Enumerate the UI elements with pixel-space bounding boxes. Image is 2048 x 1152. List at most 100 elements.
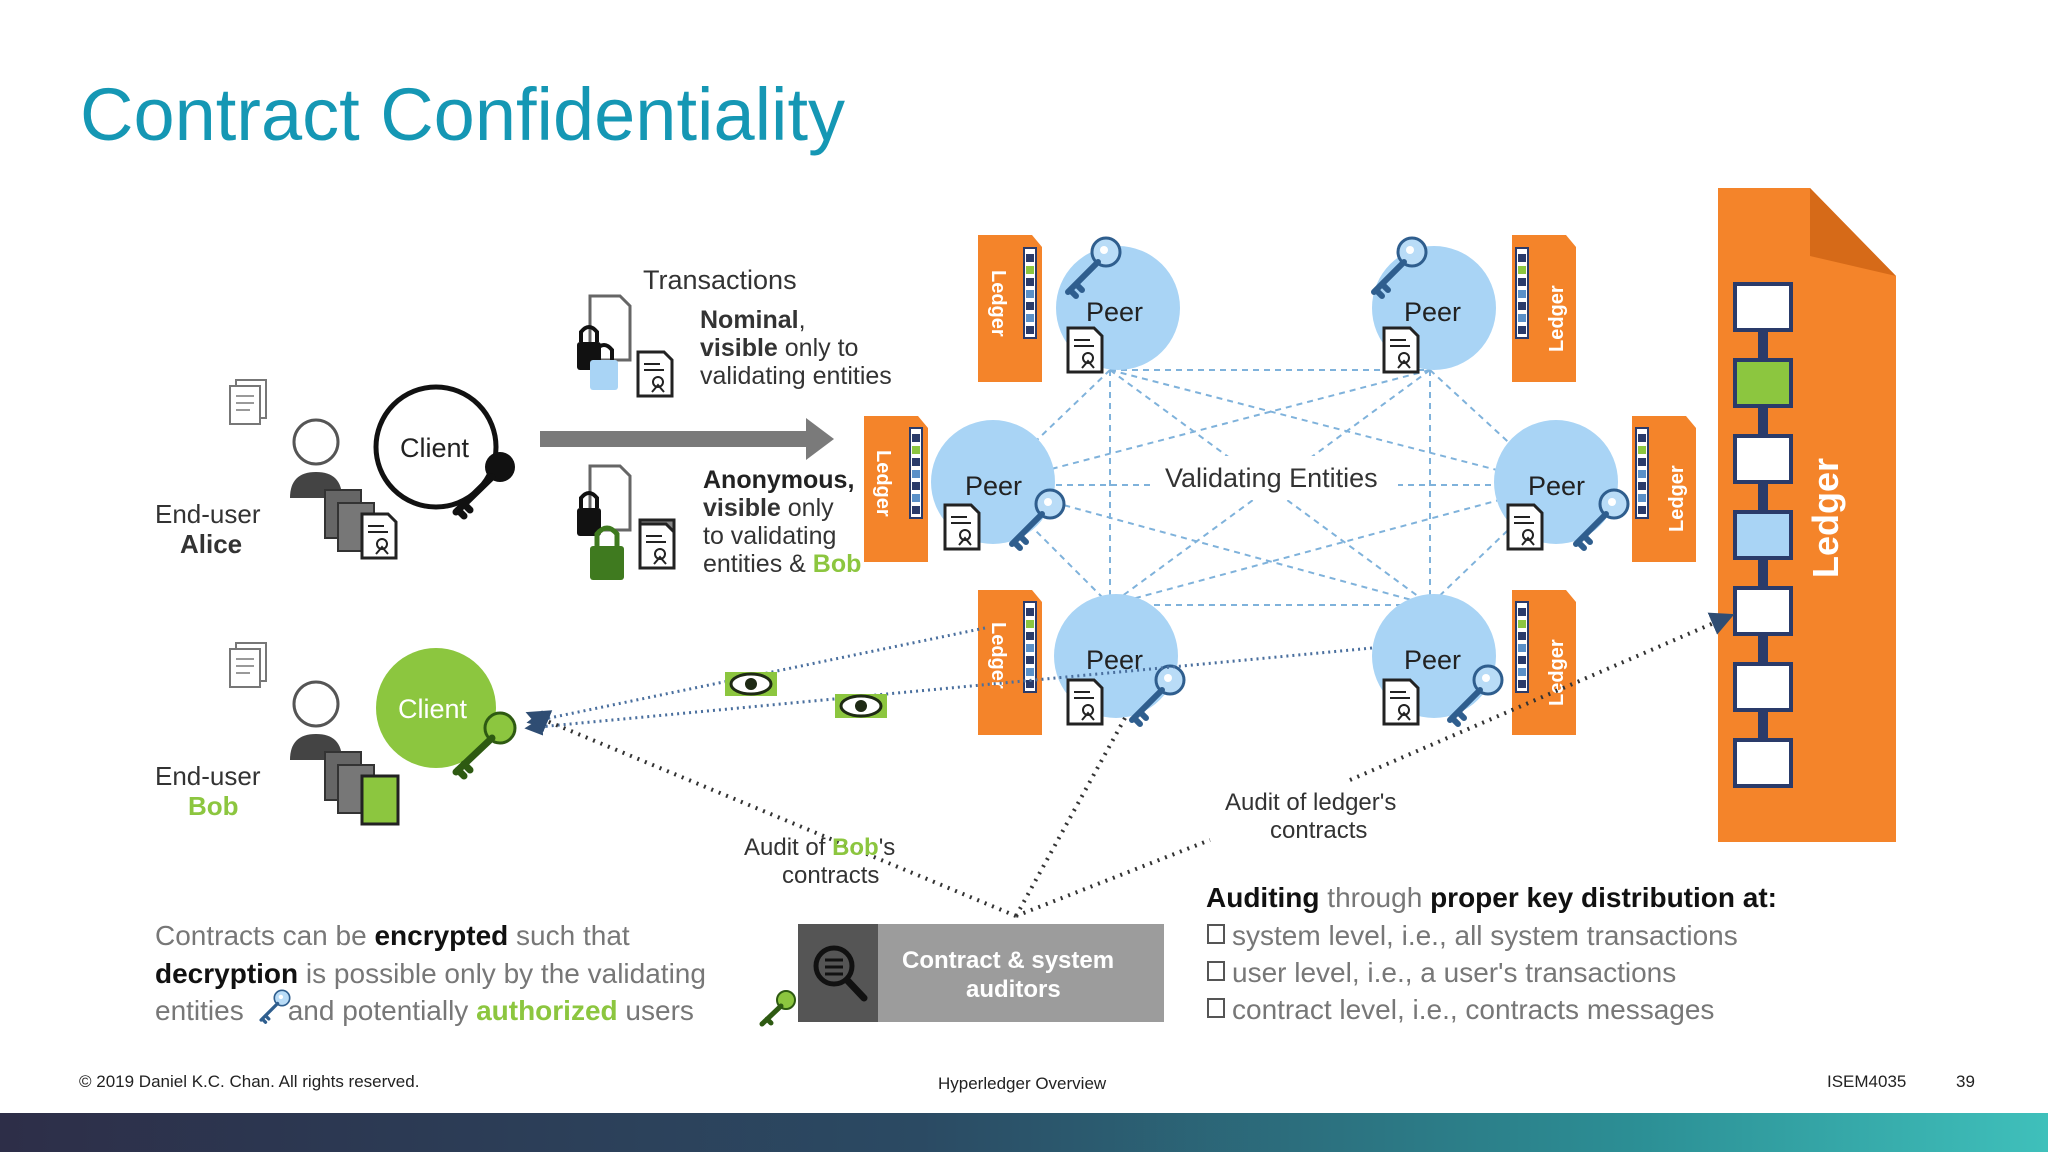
- footer-page-number: 39: [1956, 1072, 1975, 1091]
- ledger-top-left: Ledger: [978, 235, 1042, 382]
- audit-bob-pre: Audit of: [744, 834, 832, 861]
- transaction-arrow: [540, 418, 834, 460]
- nominal-bold: Nominal: [700, 306, 799, 334]
- auditors-line2: auditors: [966, 976, 1061, 1003]
- nominal-line2: visible only to: [700, 334, 858, 362]
- encryption-note: Contracts can be encrypted such that dec…: [155, 920, 796, 1027]
- bottom-gradient-bar: [0, 1113, 2048, 1152]
- encrypt-l3-c: authorized: [476, 995, 618, 1026]
- auditing-heading: Auditing through proper key distribution…: [1206, 882, 1777, 913]
- auditing-b: through: [1320, 882, 1431, 913]
- footer-course: ISEM4035: [1827, 1072, 1907, 1091]
- nominal-rest: ,: [799, 306, 806, 334]
- anon-bob: Bob: [813, 550, 862, 578]
- ledger-top-right: Ledger: [1512, 235, 1576, 382]
- audit-bob-line1: Audit of Bob's: [744, 834, 895, 861]
- peer-label: Peer: [1404, 645, 1461, 675]
- blue-key-icon: [259, 988, 292, 1024]
- auditing-item: system level, i.e., all system transacti…: [1232, 920, 1738, 951]
- ledger-label: Ledger: [1666, 465, 1688, 532]
- encrypt-line2: decryption is possible only by the valid…: [155, 958, 706, 989]
- anon-visible-bold: visible: [703, 494, 781, 522]
- auditing-list: Auditing through proper key distribution…: [1206, 882, 1777, 1025]
- encrypt-l2-b: is possible only by the validating: [298, 958, 706, 989]
- alice-label-line2: Alice: [180, 529, 242, 559]
- auditors-box: Contract & system auditors: [798, 924, 1164, 1022]
- auditing-item: contract level, i.e., contracts messages: [1232, 994, 1714, 1025]
- nominal-line1: Nominal,: [700, 306, 806, 334]
- peer-nodes: Peer Peer Peer Peer Peer: [931, 238, 1628, 724]
- ledger-label: Ledger: [1546, 285, 1568, 352]
- peer-top-right: Peer: [1372, 238, 1496, 374]
- encrypt-l1-b: encrypted: [374, 920, 508, 951]
- ledger-label: Ledger: [872, 450, 894, 517]
- bob-key-icon: [452, 711, 517, 780]
- bob-client-label: Client: [398, 694, 468, 724]
- encrypt-l3-a: entities: [155, 995, 244, 1026]
- bob-label-line2: Bob: [188, 791, 239, 821]
- auditors-line1: Contract & system: [902, 947, 1114, 974]
- transactions-panel: Transactions Nominal, visible only to va…: [540, 265, 892, 580]
- anon-line4: entities & Bob: [703, 550, 861, 578]
- ledger-middle-right: Ledger: [1632, 416, 1696, 562]
- alice-key-icon: [452, 452, 515, 520]
- slide-title: Contract Confidentiality: [80, 73, 846, 156]
- anon-entities: entities &: [703, 550, 813, 578]
- encrypt-l1-c: such that: [508, 920, 630, 951]
- encrypt-l3-b: and potentially: [288, 995, 476, 1026]
- ledger-label: Ledger: [1546, 639, 1568, 706]
- encrypt-line1: Contracts can be encrypted such that: [155, 920, 630, 951]
- anonymous-transaction-icon: [577, 464, 676, 580]
- encrypt-line3: entities and potentially authorized users: [155, 995, 694, 1026]
- encrypt-l2-a: decryption: [155, 958, 298, 989]
- bob-user-group: End-user Bob: [155, 642, 400, 826]
- ledger-bottom-right: Ledger: [1512, 590, 1576, 735]
- anon-line2: visible only: [703, 494, 834, 522]
- validating-entities-label: Validating Entities: [1165, 463, 1378, 493]
- peer-top-left: Peer: [1056, 238, 1180, 374]
- peer-label: Peer: [1086, 297, 1143, 327]
- ledger-middle-left: Ledger: [864, 416, 928, 562]
- nominal-visible-rest: only to: [778, 334, 859, 362]
- green-key-icon: [759, 990, 796, 1027]
- peer-label: Peer: [965, 471, 1022, 501]
- main-ledger: Ledger: [1718, 188, 1896, 842]
- eye-icon: [833, 692, 889, 720]
- anon-visible-rest: only: [781, 494, 834, 522]
- auditing-a: Auditing: [1206, 882, 1320, 913]
- anon-line3: to validating: [703, 522, 836, 550]
- audit-ledger-line1: Audit of ledger's: [1225, 789, 1396, 816]
- alice-label-line1: End-user: [155, 499, 261, 529]
- audit-bob-line2: contracts: [782, 862, 879, 889]
- footer-copyright: © 2019 Daniel K.C. Chan. All rights rese…: [79, 1072, 420, 1091]
- nominal-line3: validating entities: [700, 362, 892, 390]
- bob-avatar-head: [292, 680, 340, 728]
- footer-center: Hyperledger Overview: [938, 1074, 1107, 1093]
- anon-line1: Anonymous,: [703, 466, 854, 494]
- peer-ledgers: Ledger Ledger Ledger Ledger Ledger: [864, 235, 1696, 735]
- transactions-heading: Transactions: [643, 265, 797, 295]
- bob-label-line1: End-user: [155, 761, 261, 791]
- bob-client: Client: [376, 648, 517, 780]
- peer-bottom-left: Peer: [1054, 594, 1184, 724]
- encrypt-l3-d: users: [618, 995, 694, 1026]
- peer-label: Peer: [1086, 645, 1143, 675]
- audit-bob-name: Bob: [832, 834, 879, 861]
- observation-arrows: [524, 626, 1373, 736]
- nominal-transaction-icon: [577, 294, 674, 398]
- bob-client-circle: [376, 648, 496, 768]
- peer-bottom-right: Peer: [1372, 594, 1502, 724]
- alice-user-group: End-user Alice: [155, 379, 398, 560]
- alice-client-label: Client: [400, 433, 470, 463]
- audit-bob-post: 's: [879, 834, 896, 861]
- main-ledger-label: Ledger: [1805, 458, 1846, 578]
- peer-middle-left: Peer: [931, 420, 1064, 549]
- alice-client: Client: [373, 384, 515, 520]
- magnifier-icon: [813, 945, 868, 1002]
- auditing-item: user level, i.e., a user's transactions: [1232, 957, 1676, 988]
- alice-client-circle: [373, 384, 499, 510]
- auditing-c: proper key distribution at:: [1430, 882, 1777, 913]
- encrypt-l1-a: Contracts can be: [155, 920, 374, 951]
- audit-ledger-line2: contracts: [1270, 817, 1367, 844]
